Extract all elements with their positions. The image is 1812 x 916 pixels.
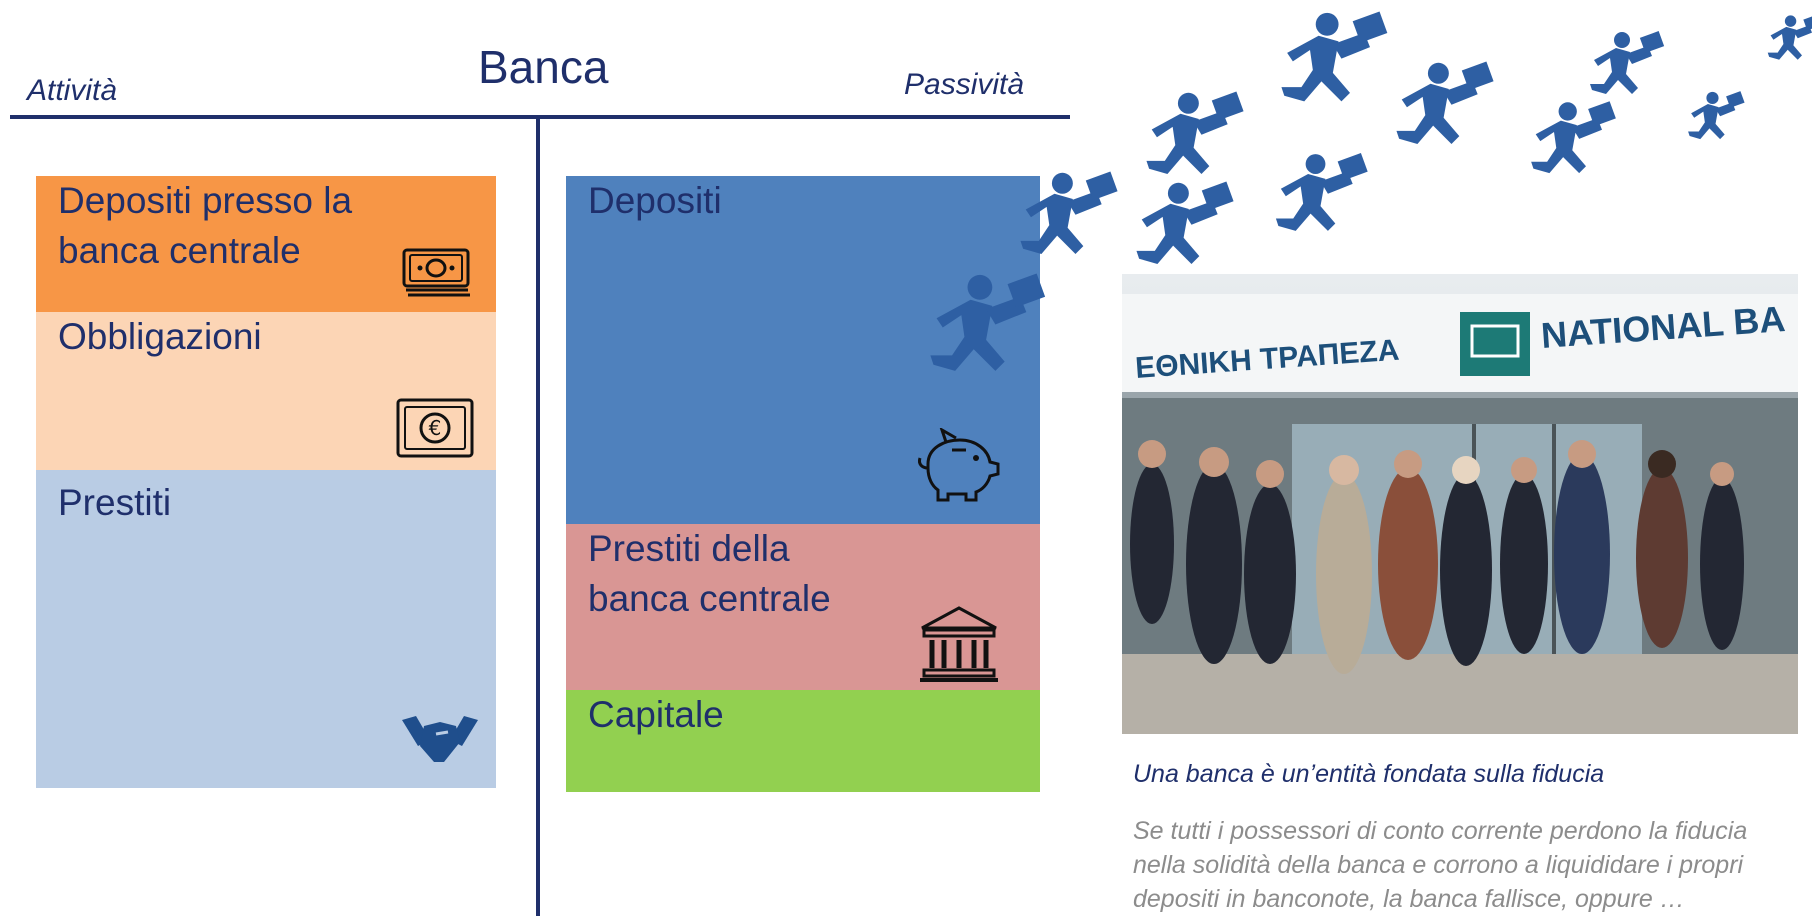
asset-central-bank-deposits: Depositi presso la banca centrale [36, 176, 496, 312]
running-man-icon [1281, 11, 1388, 102]
t-account-horizontal-line [10, 115, 1070, 119]
asset-bonds: Obbligazioni € [36, 312, 496, 470]
running-man-icon [1275, 152, 1368, 231]
running-man-icon [1767, 14, 1812, 60]
diagram-title: Banca [478, 41, 609, 93]
running-man-icon [1136, 181, 1234, 264]
liabilities-label: Passività [904, 68, 1025, 101]
asset-label: Prestiti [58, 482, 172, 523]
t-account-vertical-line [536, 117, 540, 916]
running-man-icon [930, 273, 1046, 371]
running-man-icon [1396, 61, 1494, 144]
liability-label: Depositi [588, 180, 722, 221]
banknote-icon [402, 248, 470, 297]
euro-bill-icon: € [396, 398, 474, 458]
running-man-icon [1020, 171, 1118, 254]
running-man-icon [1531, 101, 1616, 174]
handshake-icon [402, 716, 478, 762]
running-man-icon [1146, 91, 1244, 174]
liability-label: Prestiti della banca centrale [588, 528, 831, 619]
asset-loans: Prestiti [36, 470, 496, 788]
assets-label: Attività [27, 74, 118, 107]
liability-capital: Capitale [566, 690, 1040, 792]
piggy-bank-icon [918, 428, 1000, 502]
bank-building-icon [920, 606, 998, 682]
bank-run-description: Se tutti i possessori di conto corrente … [1133, 817, 1748, 913]
running-man-icon [1688, 91, 1745, 140]
liability-label: Capitale [588, 694, 724, 735]
bank-run-photo: ΕΘΝΙΚΗ ΤΡΑΠΕΖΑ NATIONAL BA [1122, 274, 1798, 734]
svg-text:€: € [429, 416, 442, 440]
running-man-icon [1590, 31, 1665, 95]
asset-label: Obbligazioni [58, 316, 262, 357]
liability-central-bank-loans: Prestiti della banca centrale [566, 524, 1040, 690]
asset-label: Depositi presso la banca centrale [58, 180, 353, 271]
photo-caption: Una banca è un’entità fondata sulla fidu… [1133, 760, 1605, 788]
